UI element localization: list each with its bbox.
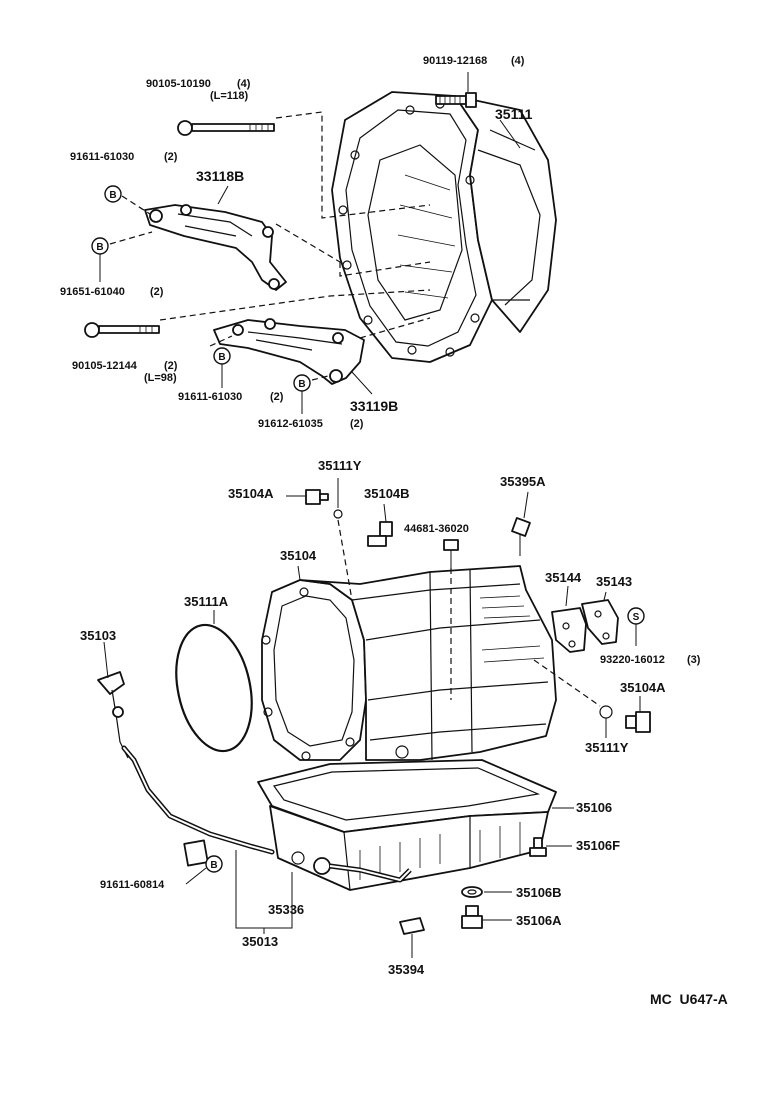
oil-pan-label: 35106 [576,800,612,815]
drain-gasket-drawing [461,886,483,898]
oring-top-label: 35111Y [318,458,362,473]
plate-a-drawing [551,607,587,653]
screw-plate-label: 93220-16012 [600,654,665,666]
drain-plug-drawing [461,905,483,929]
bolt-top-right-drawing [435,92,477,108]
washer-upper-a-qty: (2) [164,151,178,163]
plate-b-drawing [581,599,619,645]
badge-washer-upper-b: B [91,237,109,255]
bracket-lower-drawing [213,318,365,385]
bolt-top-right-qty: (4) [511,55,525,67]
badge-clamp-bolt: B [205,855,223,873]
washer-lower-a-label: 91611-61030 [178,391,242,403]
dipstick-label: 35103 [80,628,116,643]
bolt-long-lower-length: (L=98) [144,372,177,384]
bolt-top-right-label: 90119-12168 [423,55,487,67]
oring-top-drawing [333,509,343,519]
washer-lower-b-qty: (2) [350,418,364,430]
washer-upper-b-qty: (2) [150,286,164,298]
washer-lower-b-label: 91612-61035 [258,418,323,430]
screw-plate-qty: (3) [687,654,701,666]
plug-right-label: 35104A [620,680,666,695]
bracket-lower-label: 33119B [350,398,398,414]
bracket-upper-drawing [144,204,287,291]
magnet-drawing [399,917,425,935]
case-label: 35104 [280,548,317,563]
svg-text:B: B [298,379,305,390]
washer-upper-a-label: 91611-61030 [70,151,134,163]
plug-left-drawing [305,489,329,505]
drain-gasket-label: 35106B [516,885,562,900]
transmission-case-drawing [261,565,557,761]
pan-bolt-label: 35106F [576,838,620,853]
drain-plug-label: 35106A [516,913,562,928]
plate-b-label: 35143 [596,574,632,589]
badge-washer-lower-b: B [293,374,311,392]
breather-drawing [511,517,531,556]
breather-label: 35395A [500,474,546,489]
plug-right-drawing [625,711,651,733]
union-elbow-label: 35104B [364,486,410,501]
gasket-ring-drawing [175,623,253,753]
bolt-long-lower-drawing [84,322,160,338]
badge-washer-upper-a: B [104,185,122,203]
washer-lower-a-qty: (2) [270,391,284,403]
dipstick-drawing [97,671,129,759]
upper-group-labels: 90119-12168 (4) 35111 90105-10190 (4) (L… [60,55,533,430]
bolt-long-lower-label: 90105-12144 [72,360,138,372]
bell-housing-label: 35111 [495,106,533,122]
figure-reference: MC U647-A [650,991,728,1007]
oring-right-drawing [599,705,613,719]
svg-text:B: B [210,860,217,871]
svg-text:B: B [96,242,103,253]
tube-assembly-label: 35013 [242,934,278,949]
bell-housing-drawing [331,91,557,363]
svg-text:S: S [633,612,640,623]
badge-screw-plate: S [627,607,645,625]
bolt-long-upper-length: (L=118) [210,90,249,102]
bolt-long-lower-qty: (2) [164,360,178,372]
sensor-plug-label: 44681-36020 [404,523,469,535]
plug-left-label: 35104A [228,486,274,501]
bracket-upper-label: 33118B [196,168,244,184]
clamp-bolt-label: 91611-60814 [100,879,165,891]
oring-right-label: 35111Y [585,740,629,755]
magnet-label: 35394 [388,962,425,977]
bolt-long-upper-label: 90105-10190 [146,78,211,90]
plate-a-label: 35144 [545,570,582,585]
sensor-plug-drawing [443,539,459,568]
badge-washer-lower-a: B [213,347,231,365]
washer-upper-b-label: 91651-61040 [60,286,125,298]
svg-text:B: B [109,190,116,201]
union-elbow-drawing [367,521,393,547]
lower-group-labels: 35111Y 35104A 35104B 35395A 44681-36020 … [80,458,728,1007]
bolt-long-upper-drawing [177,120,275,136]
tube-assembly-drawing [121,745,412,883]
bolt-long-upper-qty: (4) [237,78,251,90]
pan-bolt-drawing [529,837,547,857]
oring-tube-label: 35336 [268,902,304,917]
svg-text:B: B [218,352,225,363]
gasket-ring-label: 35111A [184,594,229,609]
